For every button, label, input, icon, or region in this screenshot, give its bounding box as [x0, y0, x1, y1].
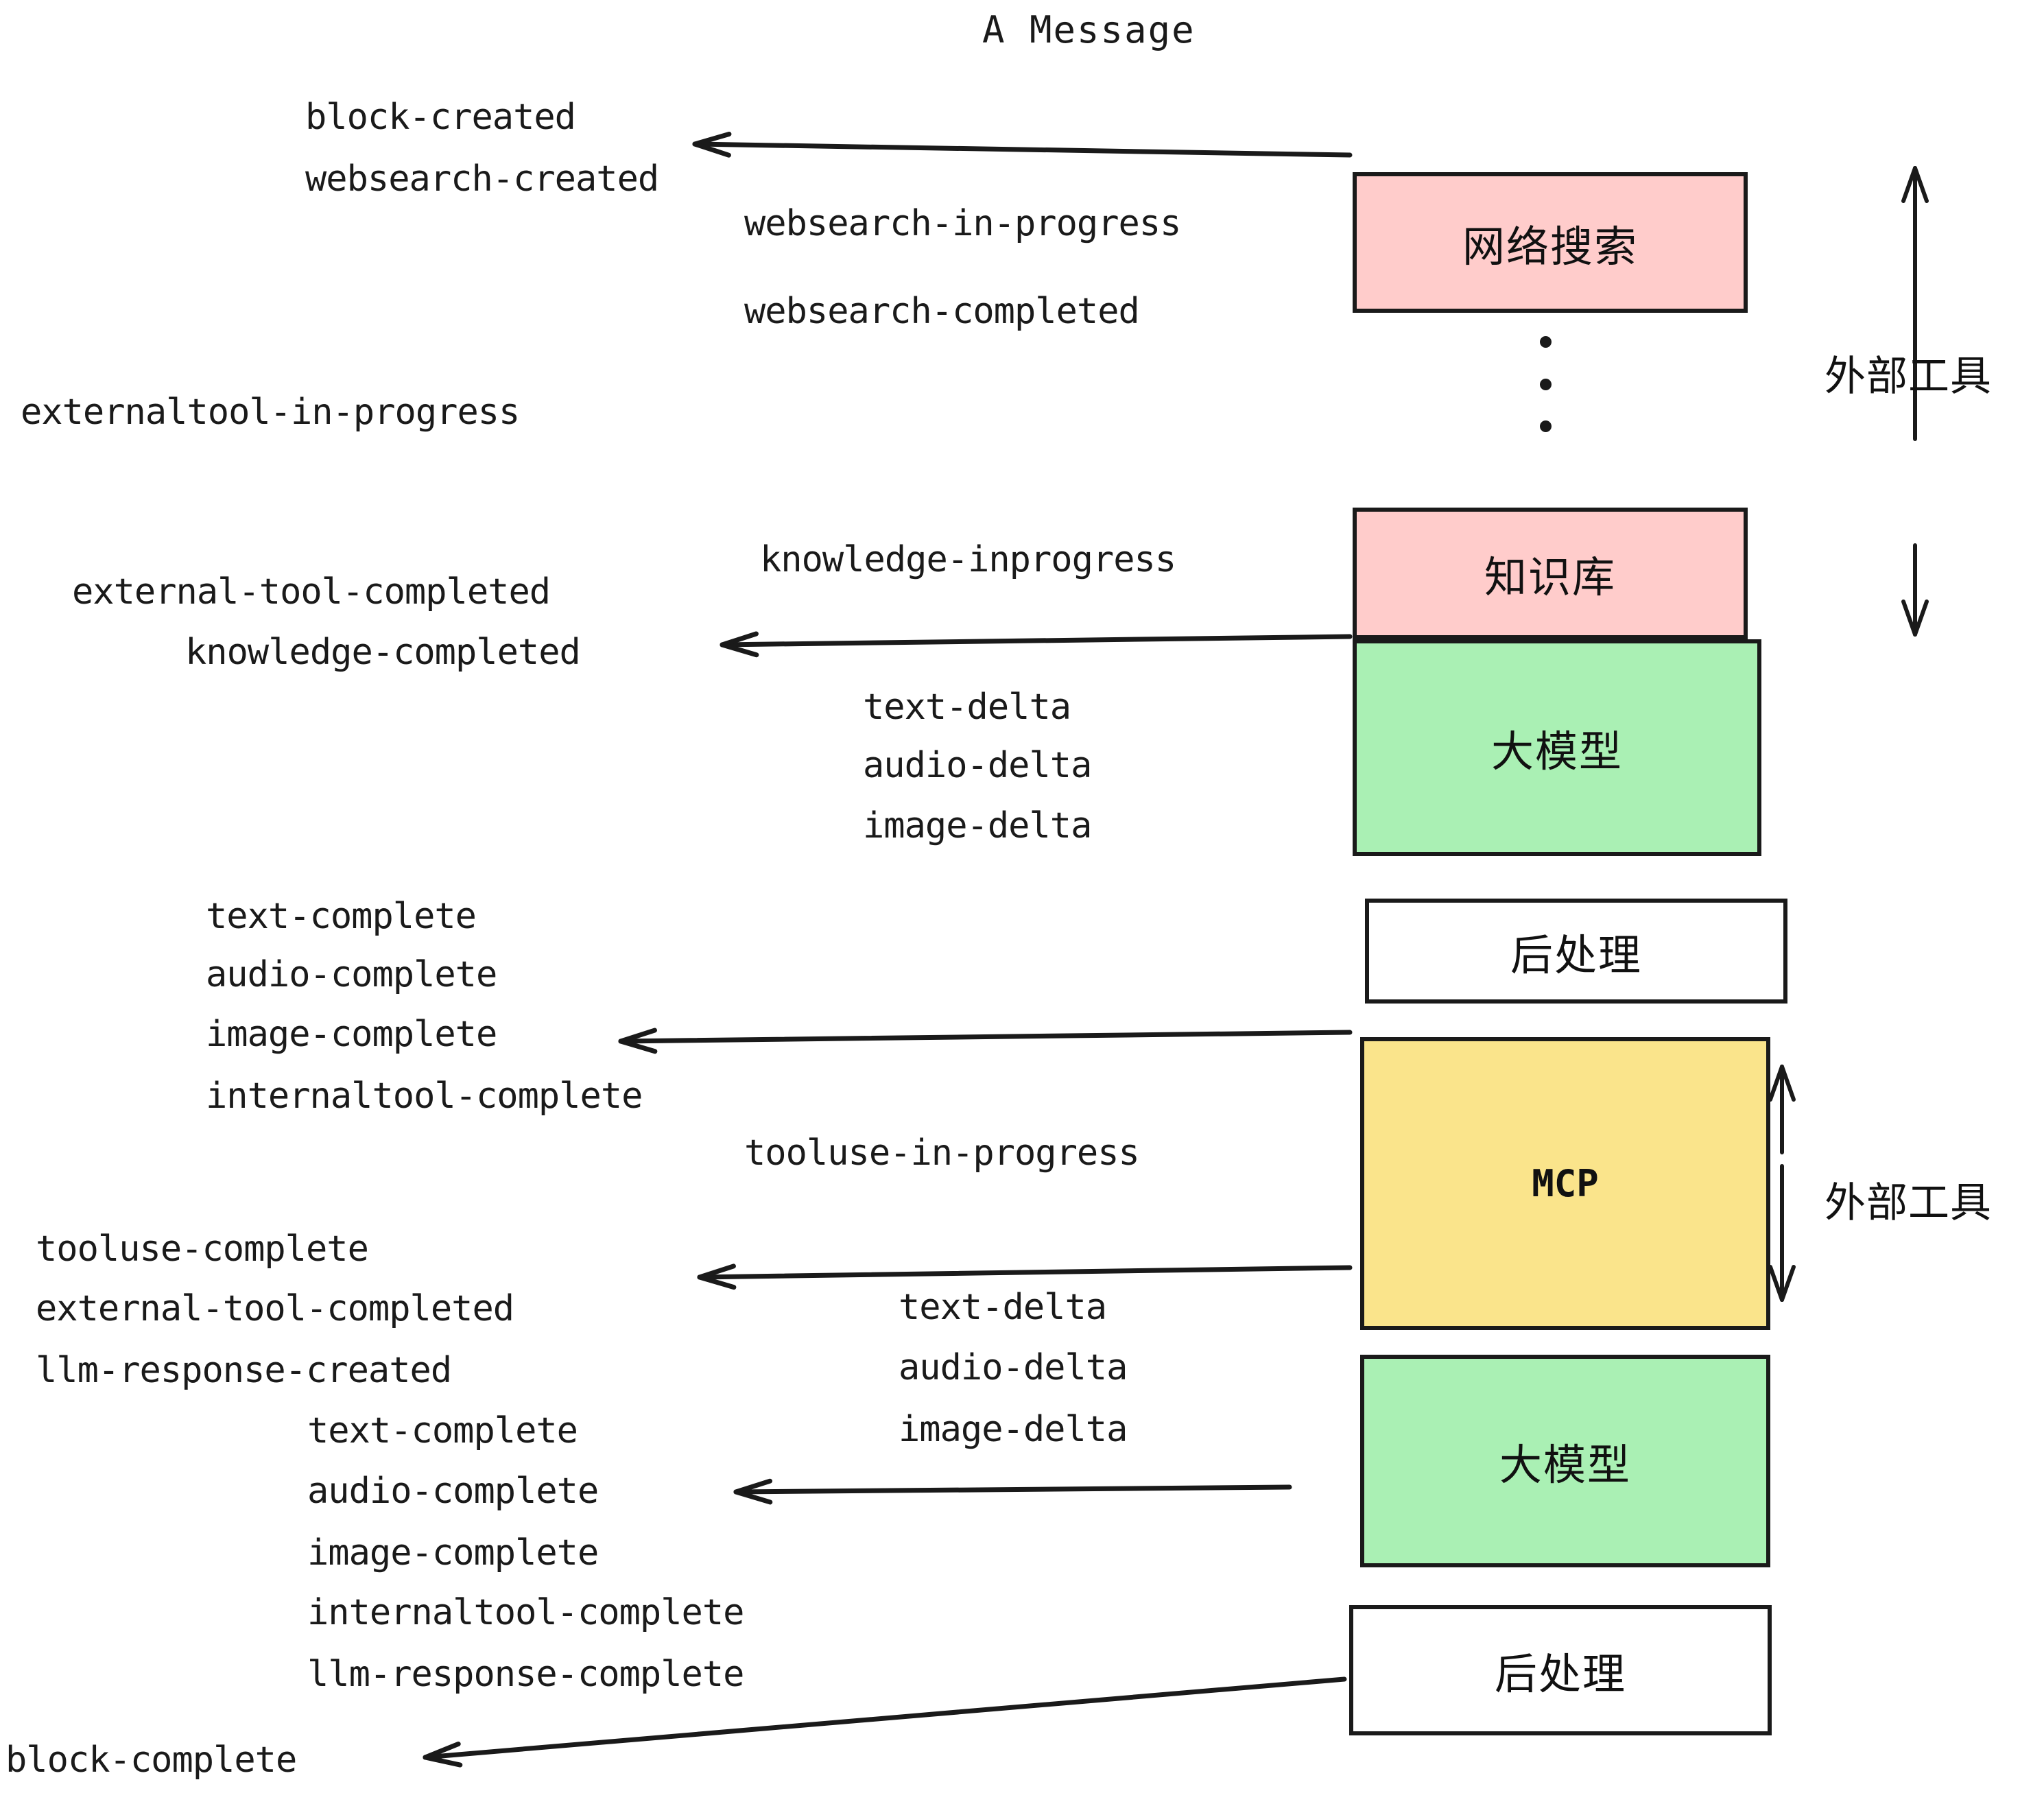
component-box[interactable]: 大模型	[1360, 1355, 1770, 1567]
component-box-label: 大模型	[1499, 1440, 1631, 1490]
event-label: websearch-completed	[744, 291, 1140, 332]
event-label: websearch-in-progress	[744, 203, 1181, 244]
external-tool-label: 外部工具	[1825, 353, 1992, 401]
page-title: A Message	[982, 8, 1196, 51]
event-label: image-complete	[206, 1014, 497, 1055]
arrow-postprocess-to-image	[618, 1028, 1353, 1054]
event-label: audio-delta	[899, 1347, 1128, 1388]
ellipsis-dot	[1539, 378, 1552, 390]
component-box-label: MCP	[1532, 1162, 1599, 1205]
component-box-label: 大模型	[1490, 726, 1623, 776]
component-box[interactable]: 网络搜索	[1353, 172, 1748, 313]
ext-tool-arrow-mcp-up	[1768, 1065, 1796, 1154]
component-box[interactable]: 知识库	[1353, 508, 1748, 639]
component-box-label: 后处理	[1494, 1649, 1626, 1699]
ellipsis-dot	[1539, 420, 1552, 432]
event-label: internaltool-complete	[206, 1076, 643, 1117]
event-label: image-delta	[863, 805, 1092, 846]
arrow-llm-to-audio	[733, 1478, 1292, 1505]
event-label: text-delta	[899, 1287, 1107, 1328]
event-label: audio-complete	[206, 954, 497, 995]
event-label: external-tool-completed	[36, 1288, 514, 1329]
event-label: llm-response-complete	[307, 1654, 744, 1695]
event-label: internaltool-complete	[307, 1592, 744, 1633]
external-tool-label: 外部工具	[1825, 1179, 1992, 1227]
arrow-mcp-to-tooluse	[697, 1263, 1353, 1290]
event-label: text-delta	[863, 687, 1071, 728]
component-box[interactable]: 后处理	[1349, 1605, 1772, 1735]
event-label: block-complete	[5, 1740, 297, 1781]
arrow-websearch-to-block	[692, 131, 1353, 158]
ellipsis-dots	[1538, 336, 1552, 432]
component-box[interactable]: 后处理	[1365, 899, 1787, 1004]
component-box-label: 后处理	[1510, 929, 1642, 980]
event-label: knowledge-completed	[185, 632, 581, 673]
event-label: tooluse-complete	[36, 1229, 369, 1270]
event-label: llm-response-created	[36, 1350, 452, 1391]
ext-tool-arrow-mcp-dn	[1768, 1164, 1796, 1302]
component-box[interactable]: MCP	[1360, 1037, 1770, 1330]
component-box-label: 知识库	[1484, 552, 1616, 602]
ellipsis-dot	[1539, 336, 1552, 348]
ext-tool-arrow-bottom	[1901, 543, 1929, 637]
event-label: external-tool-completed	[72, 571, 551, 613]
component-box[interactable]: 大模型	[1353, 639, 1761, 856]
event-label: audio-complete	[307, 1471, 599, 1512]
event-label: knowledge-inprogress	[760, 539, 1176, 580]
component-box-label: 网络搜索	[1462, 221, 1638, 272]
event-label: text-complete	[206, 896, 477, 937]
event-label: image-delta	[899, 1409, 1128, 1450]
arrow-knowledge-to-completed	[720, 631, 1353, 658]
event-label: image-complete	[307, 1532, 599, 1574]
event-label: block-created	[305, 97, 576, 138]
event-label: websearch-created	[305, 158, 659, 200]
event-label: audio-delta	[863, 745, 1092, 786]
event-label: externaltool-in-progress	[21, 392, 520, 433]
event-label: tooluse-in-progress	[744, 1132, 1140, 1174]
event-label: text-complete	[307, 1410, 578, 1451]
